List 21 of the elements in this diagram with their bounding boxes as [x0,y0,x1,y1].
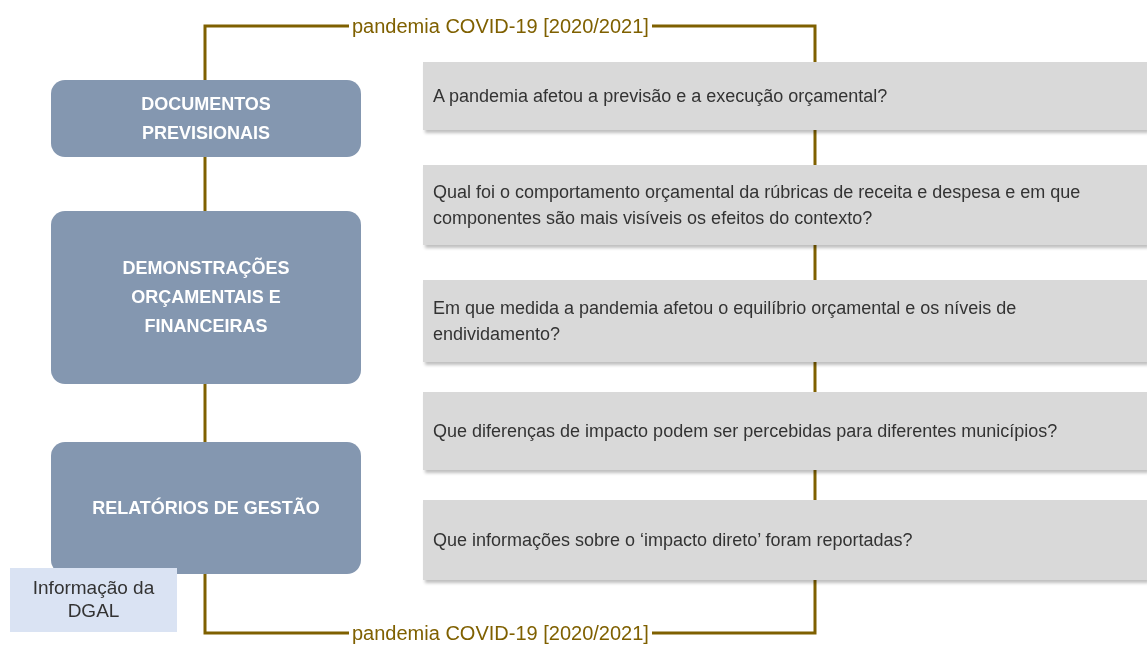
question-box: Que informações sobre o ‘impacto direto’ foram reportadas? [423,500,1147,580]
period-label: pandemia COVID-19 [2020/2021] [346,10,655,42]
connector-line [652,24,817,62]
connector-line [813,362,817,392]
question-box: Qual foi o comportamento orçamental da rúbricas de receita e despesa e em que componentes são mais visíveis os efeitos do contexto? [423,165,1147,245]
connector-line [813,470,817,500]
connector-line [813,130,817,165]
question-box: A pandemia afetou a previsão e a execução orçamental? [423,62,1147,130]
connector-line [203,384,207,442]
category-box: DOCUMENTOS PREVISIONAIS [51,80,361,157]
question-box: Que diferenças de impacto podem ser percebidas para diferentes municípios? [423,392,1147,470]
connector-line [652,580,817,635]
connector-line [203,24,349,80]
category-box: RELATÓRIOS DE GESTÃO [51,442,361,574]
connector-line [203,574,349,635]
connector-line [203,157,207,211]
question-box: Em que medida a pandemia afetou o equilíbrio orçamental e os níveis de endividamento? [423,280,1147,362]
period-label: pandemia COVID-19 [2020/2021] [346,618,655,645]
category-box: DEMONSTRAÇÕES ORÇAMENTAIS E FINANCEIRAS [51,211,361,384]
source-box: Informação da DGAL [10,568,177,632]
connector-line [813,245,817,280]
